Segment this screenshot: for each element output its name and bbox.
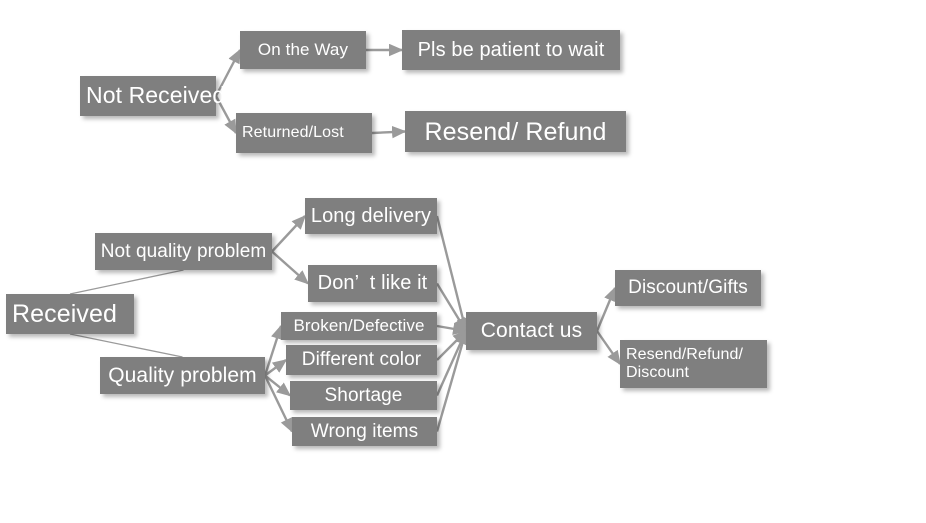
- connector-shortage-to-contact-us: [435, 329, 468, 396]
- node-returned-lost[interactable]: Returned/Lost: [236, 113, 372, 153]
- connector-different-color-to-contact-us: [436, 329, 468, 361]
- node-on-the-way[interactable]: On the Way: [240, 31, 366, 69]
- connector-dont-like-it-to-contact-us: [435, 282, 468, 333]
- node-long-delivery[interactable]: Long delivery: [305, 198, 437, 234]
- connector-quality-to-different-color: [264, 359, 288, 377]
- node-pls-be-patient[interactable]: Pls be patient to wait: [402, 30, 620, 70]
- connector-quality-to-broken-defective: [263, 324, 283, 376]
- connector-long-delivery-to-contact-us: [435, 215, 469, 333]
- node-not-quality-problem[interactable]: Not quality problem: [95, 233, 272, 270]
- node-dont-like-it[interactable]: Don’ t like it: [308, 265, 437, 302]
- connector-contact-us-to-resend-refund-discount: [596, 330, 621, 366]
- node-received[interactable]: Received: [6, 294, 134, 334]
- connector-wrong-items-to-contact-us: [435, 329, 469, 432]
- node-different-color[interactable]: Different color: [286, 345, 437, 375]
- connector-quality-to-shortage: [264, 374, 292, 397]
- node-broken-defective[interactable]: Broken/Defective: [281, 312, 437, 340]
- node-resend-refund-discount[interactable]: Resend/Refund/ Discount: [620, 340, 767, 388]
- node-shortage[interactable]: Shortage: [290, 381, 437, 410]
- node-resend-refund[interactable]: Resend/ Refund: [405, 111, 626, 152]
- node-discount-gifts[interactable]: Discount/Gifts: [615, 270, 761, 306]
- connector-not-quality-to-dont-like-it: [271, 250, 310, 285]
- node-wrong-items[interactable]: Wrong items: [292, 417, 437, 446]
- connector-received-to-quality-problem: [69, 333, 183, 358]
- connector-returned-lost-to-resend-refund: [371, 125, 407, 139]
- connector-broken-defective-to-contact-us: [436, 322, 468, 335]
- node-contact-us[interactable]: Contact us: [466, 312, 597, 350]
- node-quality-problem[interactable]: Quality problem: [100, 357, 265, 394]
- connector-not-quality-to-long-delivery: [271, 214, 306, 253]
- connector-quality-to-wrong-items: [263, 374, 294, 433]
- connector-contact-us-to-discount-gifts: [595, 286, 617, 332]
- node-not-received[interactable]: Not Received: [80, 76, 225, 116]
- connector-received-to-not-quality-problem: [69, 269, 184, 295]
